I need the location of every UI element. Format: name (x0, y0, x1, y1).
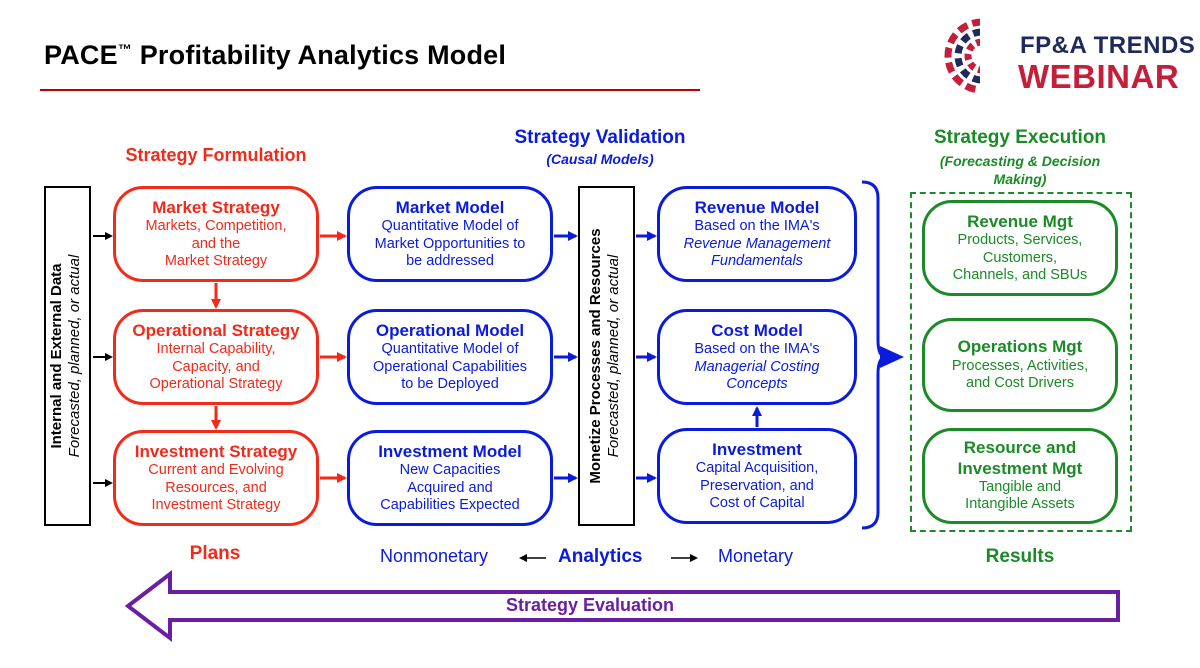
operational-model-box: Operational Model Quantitative Model of … (347, 309, 553, 405)
header-causal-models: (Causal Models) (546, 151, 654, 167)
strategy-execution-region (910, 192, 1132, 532)
fpa-trends-logo-icon (944, 14, 1024, 98)
nonmonetary-label: Nonmonetary (380, 546, 489, 566)
investment-box: Investment Capital Acquisition, Preserva… (657, 428, 857, 524)
investment-model-box: Investment Model New Capacities Acquired… (347, 430, 553, 526)
header-execution-sub-2: Making) (993, 171, 1047, 187)
plans-label: Plans (189, 543, 241, 564)
monetary-label: Monetary (718, 546, 794, 566)
cost-model-box: Cost Model Based on the IMA's Managerial… (657, 309, 857, 405)
title-underline (40, 89, 700, 91)
resource-investment-mgt-box: Resource and Investment Mgt Tangible and… (922, 428, 1118, 524)
data-input-bar (44, 186, 91, 526)
monetize-bar (578, 186, 635, 526)
investment-strategy-box: Investment Strategy Current and Evolving… (113, 430, 319, 526)
strategy-evaluation-arrow (124, 569, 1120, 643)
logo-webinar: WEBINAR (1018, 58, 1180, 95)
operations-mgt-box: Operations Mgt Processes, Activities, an… (922, 318, 1118, 412)
logo-fpa-trends: FP&A TRENDS (1020, 32, 1196, 59)
strategy-evaluation-label: Strategy Evaluation (505, 595, 675, 615)
header-execution-sub-1: (Forecasting & Decision (939, 153, 1101, 169)
analytics-label: Analytics (558, 546, 643, 567)
page-title: PACE™ Profitability Analytics Model (44, 40, 507, 70)
header-strategy-validation: Strategy Validation (514, 127, 686, 148)
header-strategy-execution: Strategy Execution (933, 127, 1107, 148)
market-model-box: Market Model Quantitative Model of Marke… (347, 186, 553, 282)
market-strategy-box: Market Strategy Markets, Competition, an… (113, 186, 319, 282)
results-label: Results (985, 546, 1055, 567)
revenue-mgt-box: Revenue Mgt Products, Services, Customer… (922, 200, 1118, 296)
brace-pointer-icon (880, 346, 904, 368)
operational-strategy-box: Operational Strategy Internal Capability… (113, 309, 319, 405)
revenue-model-box: Revenue Model Based on the IMA's Revenue… (657, 186, 857, 282)
header-strategy-formulation: Strategy Formulation (125, 145, 307, 165)
